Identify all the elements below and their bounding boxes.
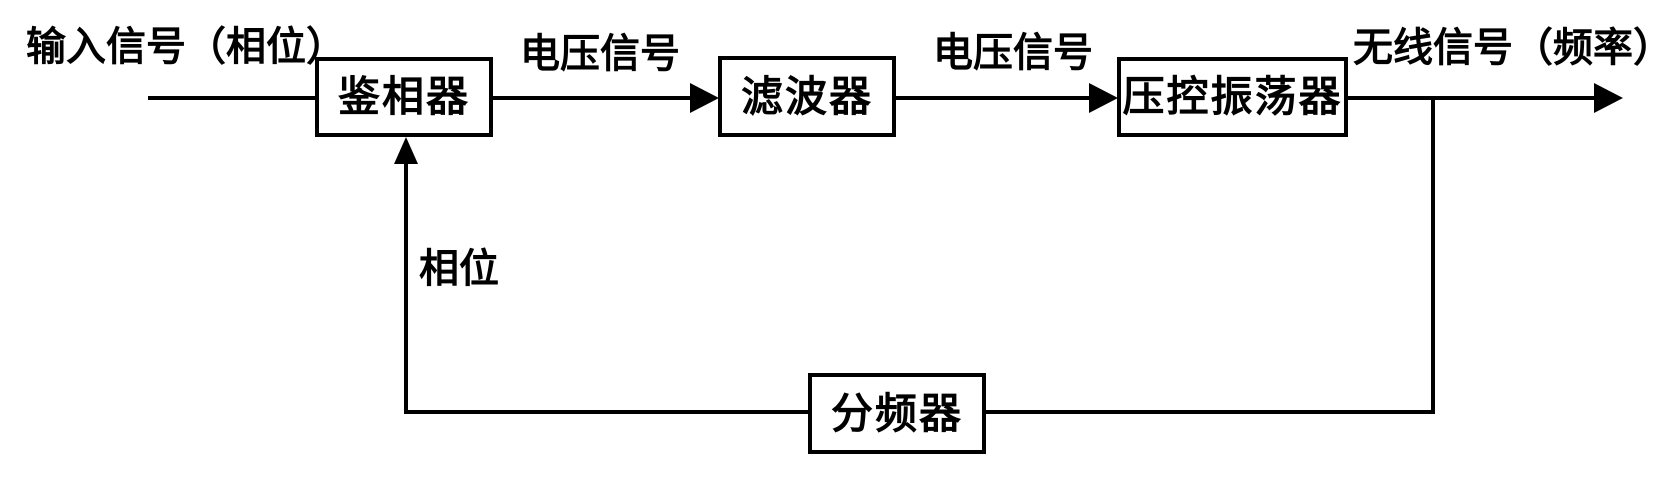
- output-branch-down-line: [1431, 96, 1435, 414]
- output-signal-label: 无线信号（频率）: [1353, 24, 1665, 71]
- input-signal-label: 输入信号（相位）: [26, 23, 346, 70]
- arrowhead-right-into-vco-icon: [1089, 83, 1118, 113]
- feedback-phase-label: 相位: [419, 245, 499, 292]
- phase-detector-to-filter-line: [491, 96, 692, 100]
- frequency-divider-block-label: 分频器: [830, 388, 963, 438]
- phase-detector-block: 鉴相器: [315, 57, 493, 137]
- output-line: [1346, 96, 1596, 100]
- arrowhead-up-into-phase-detector-icon: [394, 137, 418, 164]
- phase-detector-block-label: 鉴相器: [337, 72, 470, 121]
- frequency-divider-block: 分频器: [808, 373, 986, 454]
- feedback-up-line: [404, 160, 408, 414]
- filter-block: 滤波器: [718, 56, 896, 137]
- voltage-signal-label-1: 电压信号: [520, 30, 680, 77]
- arrowhead-right-output-icon: [1594, 83, 1623, 113]
- filter-to-vco-line: [894, 96, 1092, 100]
- filter-block-label: 滤波器: [740, 71, 873, 121]
- vco-block: 压控振荡器: [1117, 57, 1348, 137]
- input-line: [148, 96, 317, 100]
- vco-block-label: 压控振荡器: [1122, 72, 1343, 121]
- arrowhead-right-into-filter-icon: [690, 83, 719, 113]
- voltage-signal-label-2: 电压信号: [933, 29, 1093, 76]
